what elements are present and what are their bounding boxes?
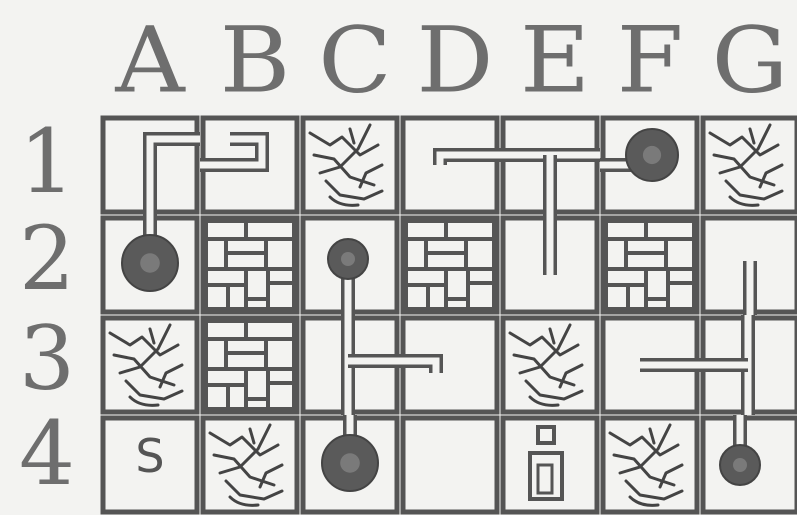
column-label-b: B: [205, 14, 305, 105]
tile-b3-brick-wall[interactable]: [200, 315, 300, 415]
tile-b1-pipe-tee-stub[interactable]: [200, 115, 300, 215]
tile-e4-info-glyph[interactable]: [500, 415, 600, 515]
rubble-icon: [200, 415, 300, 515]
pipe-end-down-icon: [700, 215, 797, 315]
tile-b2-brick-wall[interactable]: [200, 215, 300, 315]
pipe-end-up-icon: [500, 215, 600, 315]
tile-d1-pipe-end-left[interactable]: [400, 115, 500, 215]
ball-on-pipe-up-icon: [100, 215, 200, 315]
pipe-corner-down-icon: [100, 115, 200, 215]
rubble-icon: [100, 315, 200, 415]
tile-g3-pipe-tee-left[interactable]: [700, 315, 797, 415]
column-label-c: C: [305, 14, 405, 105]
small-ball-on-pipe-down-icon: [300, 215, 400, 315]
pipe-tee-right-icon: [300, 315, 400, 415]
rubble-icon: [700, 115, 797, 215]
cell-letter: S: [100, 429, 200, 483]
brick-wall-icon: [600, 215, 700, 315]
brick-wall-icon: [400, 215, 500, 315]
rubble-icon: [600, 415, 700, 515]
tile-f2-brick-wall[interactable]: [600, 215, 700, 315]
tile-b4-rubble[interactable]: [200, 415, 300, 515]
brick-wall-icon: [200, 215, 300, 315]
pipe-tee-down-icon: [500, 115, 600, 215]
rubble-icon: [300, 115, 400, 215]
row-label-2: 2: [2, 215, 92, 303]
row-label-4: 4: [2, 410, 92, 498]
tile-c1-rubble[interactable]: [300, 115, 400, 215]
brick-wall-icon: [200, 315, 300, 415]
empty-icon: [400, 415, 500, 515]
tile-g2-pipe-end-down[interactable]: [700, 215, 797, 315]
tile-c2-small-ball-on-pipe-down[interactable]: [300, 215, 400, 315]
pipe-end-left-short-icon: [400, 315, 500, 415]
column-label-e: E: [505, 14, 605, 105]
tile-f4-rubble[interactable]: [600, 415, 700, 515]
tile-a4-letter[interactable]: S: [100, 415, 200, 515]
tile-a3-rubble[interactable]: [100, 315, 200, 415]
tile-c3-pipe-tee-right[interactable]: [300, 315, 400, 415]
tile-d2-brick-wall[interactable]: [400, 215, 500, 315]
info-glyph-icon: [500, 415, 600, 515]
pipe-tee-left-icon: [700, 315, 797, 415]
rubble-icon: [500, 315, 600, 415]
column-label-a: A: [100, 14, 200, 105]
tile-f1-ball-on-pipe[interactable]: [600, 115, 700, 215]
tile-a2-ball-on-pipe-up[interactable]: [100, 215, 200, 315]
tile-g4-small-ball-on-pipe-up[interactable]: [700, 415, 797, 515]
tile-g1-rubble[interactable]: [700, 115, 797, 215]
ball-on-pipe-icon: [600, 115, 700, 215]
tile-e3-rubble[interactable]: [500, 315, 600, 415]
row-label-1: 1: [2, 118, 92, 206]
small-ball-on-pipe-up-icon: [700, 415, 797, 515]
tile-d4-empty[interactable]: [400, 415, 500, 515]
column-label-g: G: [700, 14, 797, 105]
tile-c4-ball-on-pipe-up[interactable]: [300, 415, 400, 515]
column-label-f: F: [600, 14, 700, 105]
pipe-end-left-icon: [400, 115, 500, 215]
tile-a1-pipe-corner-down[interactable]: [100, 115, 200, 215]
tile-e1-pipe-tee-down[interactable]: [500, 115, 600, 215]
pipe-end-right-icon: [600, 315, 700, 415]
row-label-3: 3: [2, 315, 92, 403]
tile-f3-pipe-end-right[interactable]: [600, 315, 700, 415]
ball-on-pipe-up-icon: [300, 415, 400, 515]
pipe-tee-stub-icon: [200, 115, 300, 215]
tile-e2-pipe-end-up[interactable]: [500, 215, 600, 315]
column-label-d: D: [405, 14, 505, 105]
tile-grid: S: [100, 115, 797, 515]
tile-d3-pipe-end-left-short[interactable]: [400, 315, 500, 415]
